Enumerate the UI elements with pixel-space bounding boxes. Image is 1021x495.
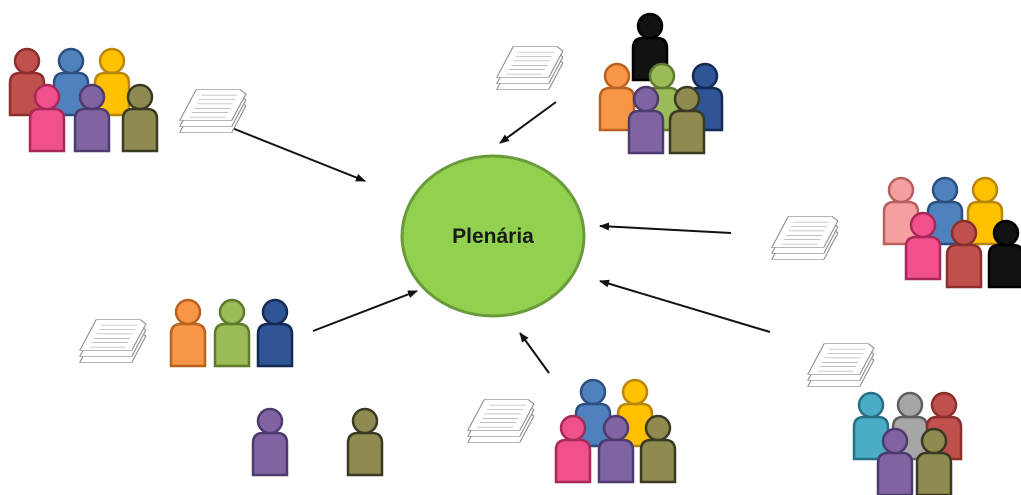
salmon-person-icon: [882, 176, 920, 246]
pink-person-icon: [904, 211, 942, 281]
arrows-layer: [231, 101, 771, 374]
purple-person-icon: [73, 83, 111, 153]
red-person-icon: [8, 47, 46, 117]
green-person-icon: [213, 298, 251, 368]
purple-person-icon: [876, 427, 914, 495]
blue-person-icon: [52, 47, 90, 117]
navy-person-icon: [256, 298, 294, 368]
olive-person-icon: [915, 427, 953, 495]
arrow-right: [599, 222, 732, 234]
document-stack-icon: [496, 46, 564, 90]
arrow-top-left: [231, 127, 366, 182]
group-top-center: [598, 12, 724, 155]
document-stack-icon: [467, 399, 535, 443]
group-bottom-left-single-purple: [251, 407, 289, 477]
group-bottom-left-single-olive: [346, 407, 384, 477]
arrow-top-center: [499, 101, 557, 144]
orange-person-icon: [169, 298, 207, 368]
plenaria-ellipse: [400, 154, 586, 318]
olive-person-icon: [668, 85, 706, 155]
document-stack-icon: [179, 89, 247, 133]
group-left: [169, 298, 294, 368]
purple-person-icon: [597, 414, 635, 484]
document-stack-icon: [771, 216, 839, 260]
yellow-person-icon: [616, 378, 654, 448]
document-stack-icon: [79, 319, 147, 363]
purple-person-icon: [251, 407, 289, 477]
documents-layer: [79, 46, 875, 443]
group-bottom-center: [554, 378, 677, 484]
plenaria-hub: Plenária: [400, 154, 586, 318]
group-bottom-right: [852, 391, 963, 495]
olive-person-icon: [346, 407, 384, 477]
olive-person-icon: [121, 83, 159, 153]
yellow-person-icon: [93, 47, 131, 117]
pink-person-icon: [554, 414, 592, 484]
purple-person-icon: [627, 85, 665, 155]
plenaria-label: Plenária: [452, 225, 534, 248]
black-person-icon: [987, 219, 1021, 289]
red-person-icon: [945, 219, 983, 289]
olive-person-icon: [639, 414, 677, 484]
group-top-left: [8, 47, 159, 153]
arrow-left: [312, 290, 418, 332]
document-stack-icon: [807, 343, 875, 387]
arrow-bottom-right: [599, 279, 771, 333]
group-right: [882, 176, 1021, 289]
arrow-bottom-center: [519, 332, 550, 374]
pink-person-icon: [28, 83, 66, 153]
people-layer: [8, 12, 1021, 495]
blue-person-icon: [574, 378, 612, 448]
orange-person-icon: [598, 62, 636, 132]
teal-person-icon: [852, 391, 890, 461]
